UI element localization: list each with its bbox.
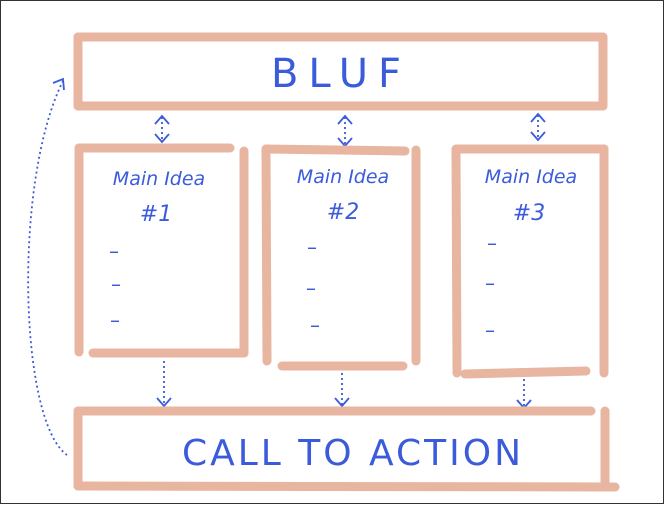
column-1-label: Main Idea xyxy=(113,168,205,190)
bluf-to-col3-arrow xyxy=(530,112,546,142)
column-1-bullet-1: – xyxy=(109,239,119,263)
main-idea-box-1 xyxy=(74,143,249,358)
column-1-bullet-3: – xyxy=(110,308,120,332)
main-idea-box-3 xyxy=(451,144,609,379)
cta-box xyxy=(73,406,620,492)
column-3-bullet-3: – xyxy=(485,318,495,342)
feedback-loop-arrow xyxy=(27,77,68,456)
column-2-bullet-1: – xyxy=(307,235,317,259)
col3-to-cta-arrow xyxy=(516,379,532,410)
column-3-label: Main Idea xyxy=(485,166,577,188)
column-2-number: #2 xyxy=(327,200,359,225)
bluf-box xyxy=(73,32,608,111)
column-2-label: Main Idea xyxy=(297,166,389,188)
column-3-bullet-2: – xyxy=(485,271,495,295)
bluf-title: BLUF xyxy=(271,51,411,97)
column-1-number: #1 xyxy=(140,202,172,227)
column-3-bullet-1: – xyxy=(487,231,497,255)
column-2-bullet-2: – xyxy=(306,276,316,300)
bluf-to-col1-arrow xyxy=(154,114,170,144)
column-1-bullet-2: – xyxy=(111,272,121,296)
col2-to-cta-arrow xyxy=(334,373,350,408)
main-idea-box-2 xyxy=(261,144,421,371)
col1-to-cta-arrow xyxy=(156,361,172,408)
cta-title: CALL TO ACTION xyxy=(182,433,524,474)
column-2-bullet-3: – xyxy=(310,313,320,337)
column-3-number: #3 xyxy=(513,201,545,226)
bluf-to-col2-arrow xyxy=(337,114,353,148)
